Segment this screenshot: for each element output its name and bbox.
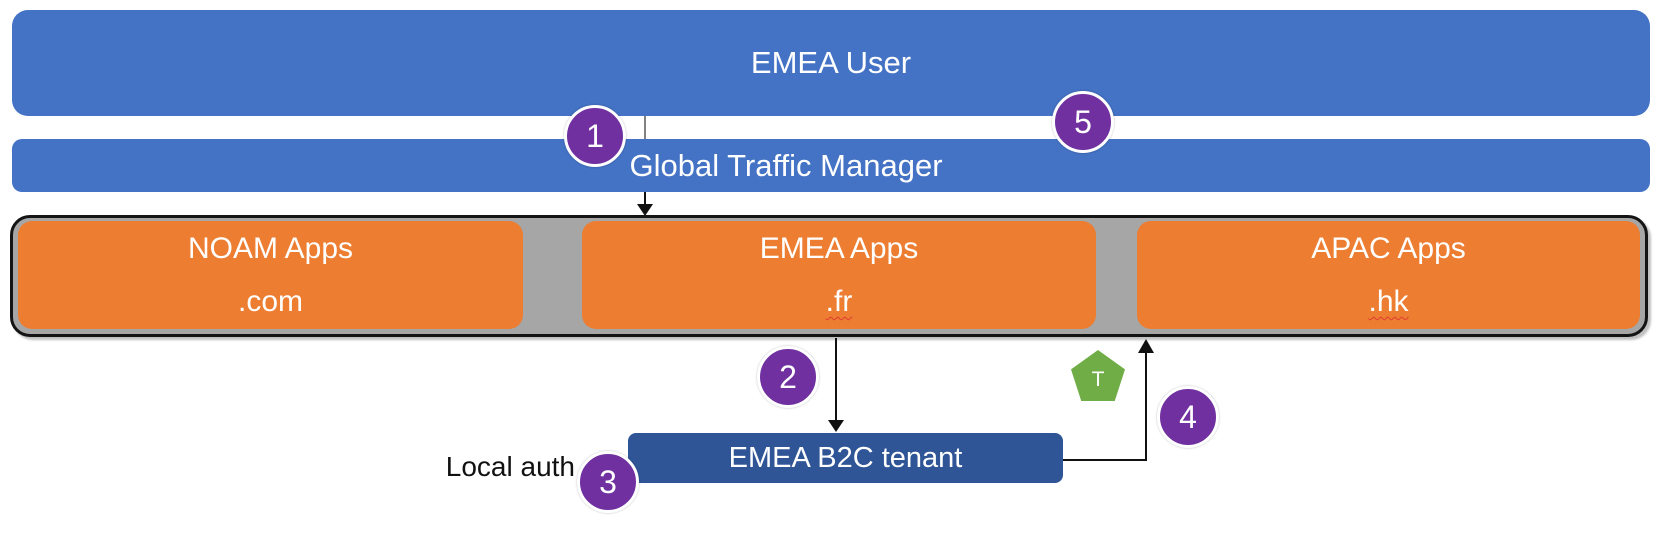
step-badge-3: 3 xyxy=(577,451,639,513)
step-5-number: 5 xyxy=(1074,103,1092,140)
step-4-number: 4 xyxy=(1179,398,1197,435)
global-traffic-manager-bar: Global Traffic Manager xyxy=(12,139,1650,192)
global-traffic-manager-label: Global Traffic Manager xyxy=(629,147,943,183)
step-badge-5: 5 xyxy=(1052,91,1114,153)
step-badge-1: 1 xyxy=(564,105,626,167)
noam-apps-name: NOAM Apps xyxy=(187,232,354,265)
apac-apps-box: APAC Apps .hk xyxy=(1137,221,1640,329)
noam-apps-domain: .com xyxy=(237,285,303,318)
token-pentagon-label: T xyxy=(1091,367,1105,391)
arrow-emea-apps-to-tenant xyxy=(828,338,844,432)
local-auth-label: Local auth xyxy=(445,451,575,482)
step-badge-2: 2 xyxy=(757,346,819,408)
emea-user-label: EMEA User xyxy=(750,45,912,80)
emea-b2c-tenant-box: EMEA B2C tenant xyxy=(628,433,1063,483)
step-3-number: 3 xyxy=(599,463,617,500)
noam-apps-box: NOAM Apps .com xyxy=(18,221,523,329)
apac-apps-domain: .hk xyxy=(1368,285,1409,318)
emea-apps-name: EMEA Apps xyxy=(759,232,919,265)
emea-b2c-tenant-label: EMEA B2C tenant xyxy=(728,441,963,474)
step-2-number: 2 xyxy=(779,358,797,395)
arrow-gtm-to-apps xyxy=(637,192,653,216)
apac-apps-name: APAC Apps xyxy=(1311,232,1466,265)
emea-user-bar: EMEA User xyxy=(12,10,1650,116)
emea-apps-box: EMEA Apps .fr xyxy=(582,221,1096,329)
step-1-number: 1 xyxy=(586,117,604,154)
step-badge-4: 4 xyxy=(1157,386,1219,448)
token-pentagon-icon: T xyxy=(1071,350,1125,401)
emea-apps-domain: .fr xyxy=(825,285,853,318)
